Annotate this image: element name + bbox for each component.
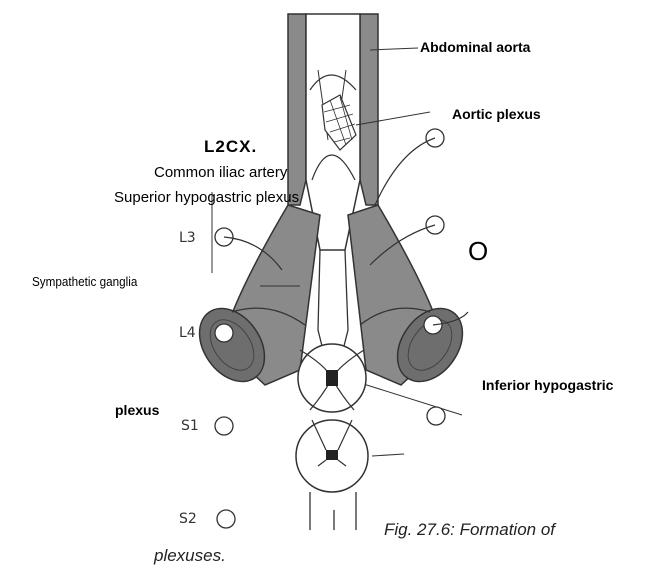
right-ganglion-4	[427, 407, 445, 425]
segment-l4: L4	[179, 325, 196, 341]
label-aortic-plexus: Aortic plexus	[452, 106, 541, 122]
ganglion-s2	[217, 510, 235, 528]
aorta-right-wall	[360, 14, 378, 205]
aorta-left-wall	[288, 14, 306, 205]
label-plexus: plexus	[115, 402, 159, 418]
segment-s1: S1	[181, 418, 199, 434]
ganglion-l4	[215, 324, 233, 342]
label-l2cx: L2CX.	[204, 137, 257, 157]
caption-line-2: plexuses.	[154, 546, 226, 566]
segment-l3: L3	[179, 230, 196, 246]
segment-s2: S2	[179, 511, 197, 527]
label-sympathetic-ganglia: Sympathetic ganglia	[32, 274, 137, 289]
label-big-o: O	[468, 236, 488, 267]
inferior-plexus-node	[326, 370, 338, 386]
label-abdominal-aorta: Abdominal aorta	[420, 39, 530, 55]
label-inferior-hypogastric: Inferior hypogastric	[482, 377, 613, 393]
label-common-iliac-artery: Common iliac artery	[154, 164, 287, 181]
label-superior-hypogastric-plexus: Superior hypogastric plexus	[114, 189, 299, 206]
ganglion-s1	[215, 417, 233, 435]
caption-line-1: Fig. 27.6: Formation of	[384, 520, 555, 540]
